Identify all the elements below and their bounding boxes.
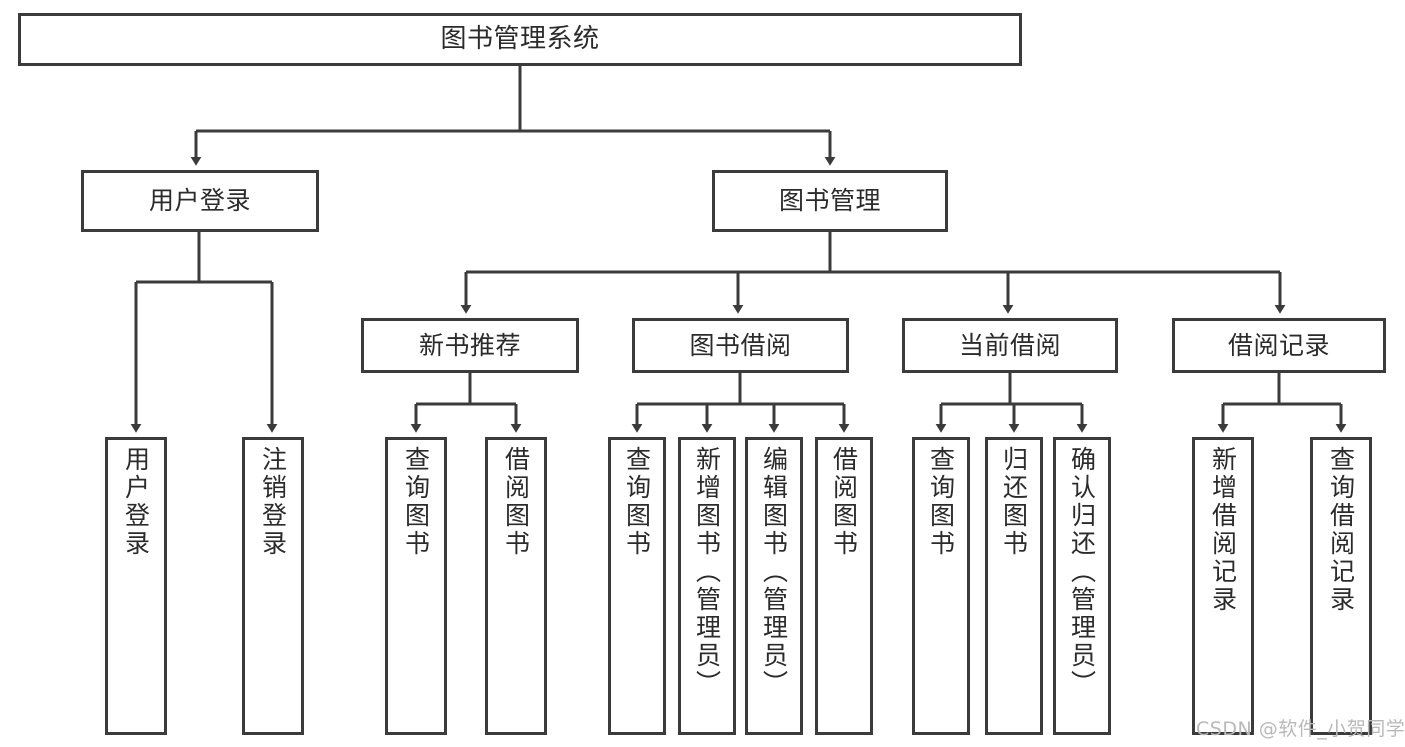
node-label: 查询图书 [401,446,431,558]
leaf-query-book-current[interactable]: 查询图书 [912,437,970,735]
node-label: 归还图书 [999,446,1029,558]
leaf-borrow-book-recommend[interactable]: 借阅图书 [485,437,547,735]
node-label: 查询借阅记录 [1326,446,1356,614]
node-new-book-recommend[interactable]: 新书推荐 [361,318,579,373]
node-book-borrow[interactable]: 图书借阅 [632,318,849,373]
leaf-query-book-borrow[interactable]: 查询图书 [608,437,666,735]
node-label: 新增借阅记录 [1208,446,1238,614]
node-label: 新书推荐 [418,330,521,360]
leaf-query-borrow-record[interactable]: 查询借阅记录 [1310,437,1372,735]
leaf-add-book-admin[interactable]: 新增图书（管理员） [678,437,736,735]
node-label: 借阅图书 [829,446,859,558]
node-label: 编辑图书（管理员） [759,446,789,698]
node-label: 借阅记录 [1227,330,1330,360]
node-label: 借阅图书 [501,446,531,558]
node-label: 图书管理 [778,186,881,215]
leaf-borrow-book[interactable]: 借阅图书 [815,437,873,735]
node-label: 用户登录 [148,186,251,215]
node-label: 新增图书（管理员） [692,446,722,698]
leaf-edit-book-admin[interactable]: 编辑图书（管理员） [745,437,803,735]
leaf-query-book-recommend[interactable]: 查询图书 [385,437,447,735]
node-label: 当前借阅 [958,330,1061,360]
csdn-watermark: CSDN @软件_小贺同学 [1196,718,1405,740]
leaf-user-logout[interactable]: 注销登录 [242,437,304,735]
node-current-borrow[interactable]: 当前借阅 [902,318,1118,373]
node-label: 查询图书 [622,446,652,558]
leaf-user-login[interactable]: 用户登录 [105,437,167,735]
leaf-confirm-return-admin[interactable]: 确认归还（管理员） [1053,437,1111,735]
node-label: 图书管理系统 [440,23,600,54]
node-label: 确认归还（管理员） [1067,446,1097,698]
node-root-system[interactable]: 图书管理系统 [18,13,1022,66]
node-label: 图书借阅 [689,330,792,360]
node-user-login[interactable]: 用户登录 [81,170,319,232]
leaf-return-book[interactable]: 归还图书 [985,437,1043,735]
node-borrow-record[interactable]: 借阅记录 [1172,318,1386,373]
node-label: 用户登录 [121,446,151,558]
leaf-add-borrow-record[interactable]: 新增借阅记录 [1192,437,1254,735]
node-label: 注销登录 [258,446,288,558]
node-label: 查询图书 [926,446,956,558]
node-book-manage[interactable]: 图书管理 [712,170,948,232]
